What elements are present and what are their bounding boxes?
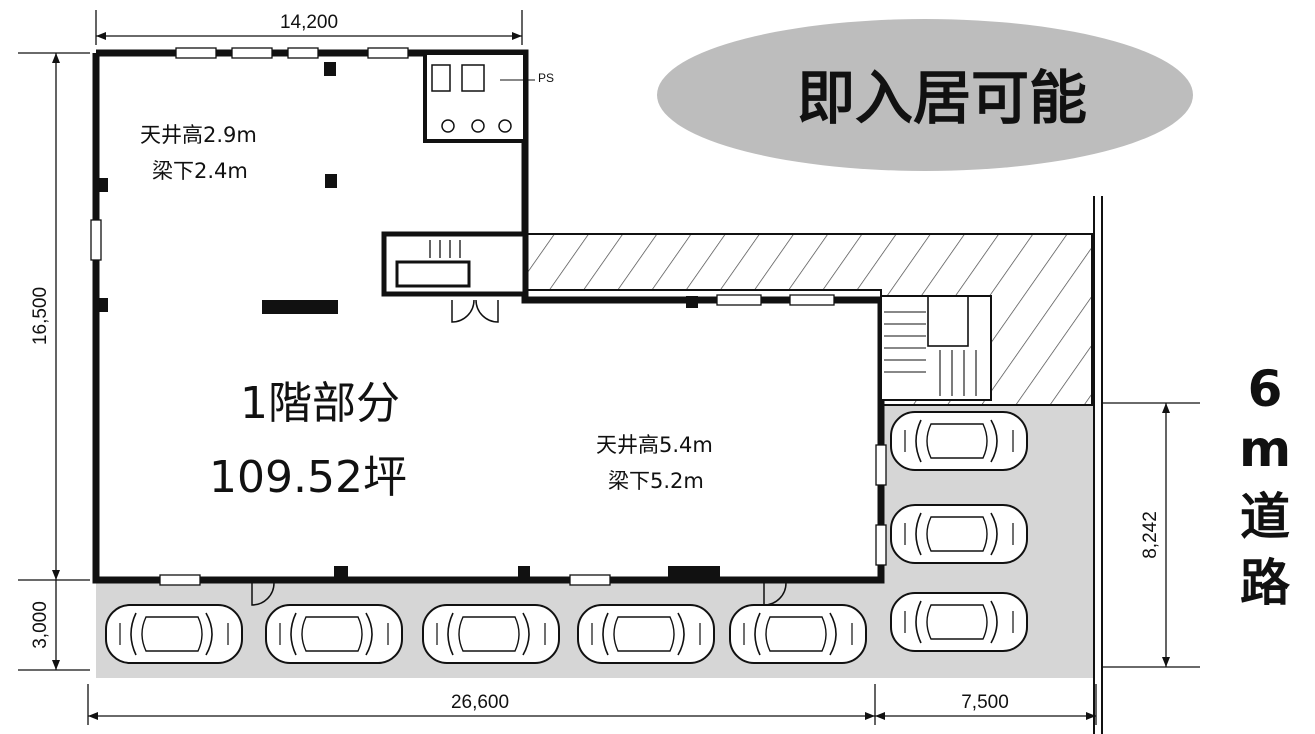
dimension-parking-depth: 3,000 [30,601,51,649]
road-label-char: 道 [1240,488,1290,546]
windows [90,47,887,586]
lower-ceiling-height: 天井高5.4m [596,433,713,457]
toilet-fixture [431,64,451,92]
door-swing [475,299,499,323]
lower-beam-height: 梁下5.2m [608,469,704,493]
door-swing [451,299,475,323]
road-label-char: 6 [1248,360,1283,418]
sink-icon [471,119,485,133]
floor-title: 1階部分 [240,378,400,429]
dimension-bottom-width: 26,600 [451,692,509,713]
ps-label: PS [538,71,554,85]
sink-icon [498,119,512,133]
dimension-top-width: 14,200 [280,12,338,33]
stair-block [381,231,528,297]
upper-beam-height: 梁下2.4m [152,159,248,183]
toilet-fixture [461,64,485,92]
road-label-char: m [1239,420,1291,478]
dimension-left-height: 16,500 [30,287,51,345]
floor-area: 109.52坪 [209,452,407,503]
sink-icon [441,119,455,133]
dimension-right-height: 8,242 [1140,511,1161,559]
availability-badge [657,19,1193,171]
structural-columns [96,62,720,580]
door-swing [251,582,275,606]
dimension-side-width: 7,500 [961,692,1009,713]
road-label-char: 路 [1240,554,1291,612]
upper-ceiling-height: 天井高2.9m [140,123,257,147]
availability-badge-text: 即入居可能 [797,64,1087,132]
